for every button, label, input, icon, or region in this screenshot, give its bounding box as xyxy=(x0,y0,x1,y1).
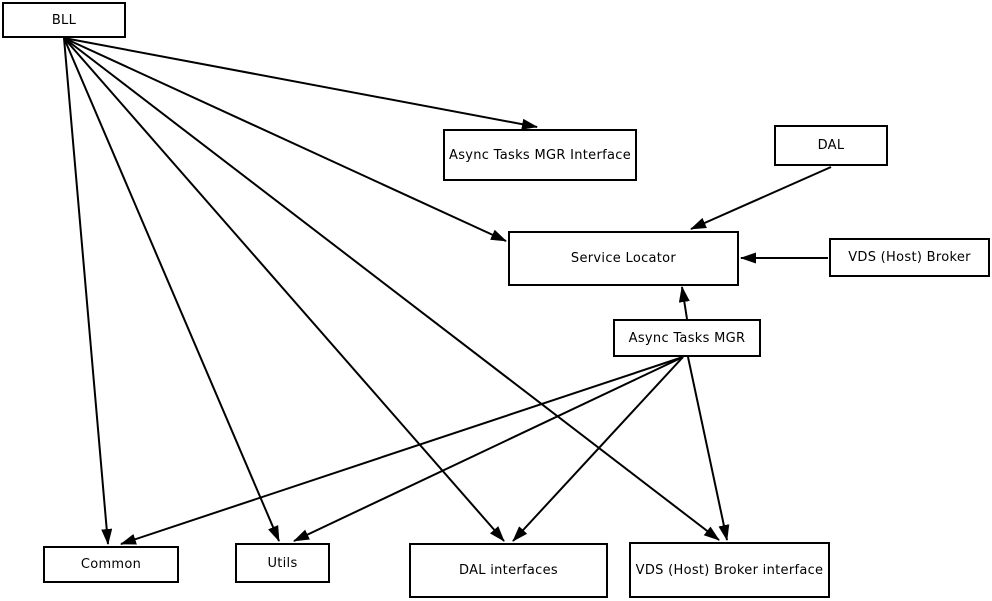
edge-dal-to-service-locator xyxy=(690,166,832,230)
edge-async-tasks-mgr-to-utils xyxy=(293,356,684,542)
node-utils[interactable]: Utils xyxy=(235,543,330,583)
node-common[interactable]: Common xyxy=(43,546,179,583)
edge-async-tasks-mgr-to-service-locator xyxy=(678,286,690,320)
edge-bll-to-async-tasks-mgr-interface xyxy=(63,37,538,130)
node-bll[interactable]: BLL xyxy=(2,2,126,38)
edge-bll-to-common xyxy=(63,37,113,545)
node-dal[interactable]: DAL xyxy=(774,125,888,166)
node-async-tasks-mgr-interface[interactable]: Async Tasks MGR Interface xyxy=(443,129,637,181)
common-label: Common xyxy=(80,557,142,572)
async-tasks-mgr-interface-label: Async Tasks MGR Interface xyxy=(449,147,631,163)
edge-bll-to-service-locator xyxy=(63,37,507,242)
diagram-edges xyxy=(63,37,832,545)
node-async-tasks-mgr[interactable]: Async Tasks MGR xyxy=(613,319,761,357)
utils-label: Utils xyxy=(267,555,298,571)
dal-interfaces-label: DAL interfaces xyxy=(458,563,558,578)
node-vds-host-broker-interface[interactable]: VDS (Host) Broker interface xyxy=(629,542,830,598)
service-locator-label: Service Locator xyxy=(570,251,677,266)
edge-bll-to-vds-host-broker-interface xyxy=(63,37,720,541)
node-vds-host-broker[interactable]: VDS (Host) Broker xyxy=(829,238,990,277)
edge-bll-to-utils xyxy=(63,37,280,542)
edge-async-tasks-mgr-to-dal-interfaces xyxy=(512,356,684,542)
node-dal-interfaces[interactable]: DAL interfaces xyxy=(409,543,608,598)
edge-bll-to-dal-interfaces xyxy=(63,37,505,542)
edge-async-tasks-mgr-to-common xyxy=(120,356,684,545)
vds-host-broker-label: VDS (Host) Broker xyxy=(848,250,971,265)
bll-label: BLL xyxy=(51,12,77,28)
async-tasks-mgr-label: Async Tasks MGR xyxy=(628,330,746,346)
edge-async-tasks-mgr-to-vds-host-broker-interface xyxy=(687,356,730,541)
dal-label: DAL xyxy=(817,138,845,153)
vds-host-broker-interface-label: VDS (Host) Broker interface xyxy=(635,562,824,578)
node-service-locator[interactable]: Service Locator xyxy=(508,231,739,286)
